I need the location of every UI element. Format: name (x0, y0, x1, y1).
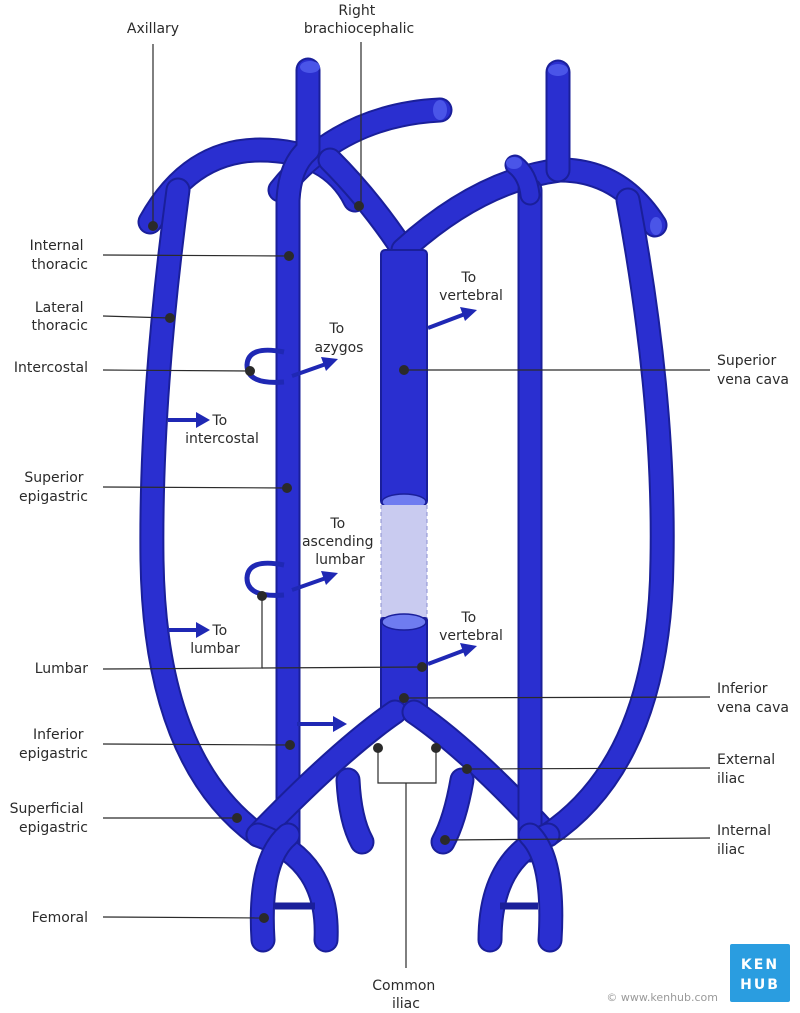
label-intercostal: Intercostal (14, 360, 88, 376)
intercostal-loop (244, 347, 285, 385)
vena-cava-gap (381, 505, 427, 620)
label-common-iliac: Common iliac (372, 978, 440, 1012)
label-superficial-epigastric: Superficial epigastric (10, 801, 88, 836)
note-to-intercostal: To intercostal (185, 413, 259, 447)
note-to-vertebral-lower: To vertebral (439, 610, 503, 644)
note-to-vertebral-upper: To vertebral (439, 270, 503, 304)
label-axillary: Axillary (127, 21, 179, 37)
label-lumbar: Lumbar (35, 661, 89, 677)
label-inferior-epigastric: Inferior epigastric (19, 727, 88, 762)
note-to-lumbar: To lumbar (190, 623, 240, 657)
label-superior-epigastric: Superior epigastric (19, 470, 88, 505)
label-inferior-vena-cava: Inferior vena cava (717, 681, 789, 716)
branding: © www.kenhub.com KEN HUB (606, 944, 790, 1004)
kenhub-logo (730, 944, 790, 1002)
label-internal-iliac: Internal iliac (717, 823, 775, 858)
flow-arrows (168, 307, 477, 732)
label-lateral-thoracic: Lateral thoracic (31, 300, 88, 334)
superior-vena-cava (380, 249, 428, 506)
label-external-iliac: External iliac (717, 752, 780, 787)
logo-line-2: HUB (740, 977, 780, 993)
label-right-brachiocephalic: Right brachiocephalic (304, 3, 414, 37)
labels: Axillary Right brachiocephalic Internal … (10, 3, 789, 1012)
copyright-text: © www.kenhub.com (606, 991, 718, 1004)
note-to-azygos: To azygos (315, 321, 364, 356)
label-femoral: Femoral (32, 910, 88, 926)
note-to-ascending-lumbar: To ascending lumbar (302, 516, 378, 568)
logo-line-1: KEN (741, 957, 779, 973)
leaders (102, 42, 711, 968)
label-internal-thoracic: Internal thoracic (30, 238, 88, 273)
label-superior-vena-cava: Superior vena cava (717, 353, 789, 388)
